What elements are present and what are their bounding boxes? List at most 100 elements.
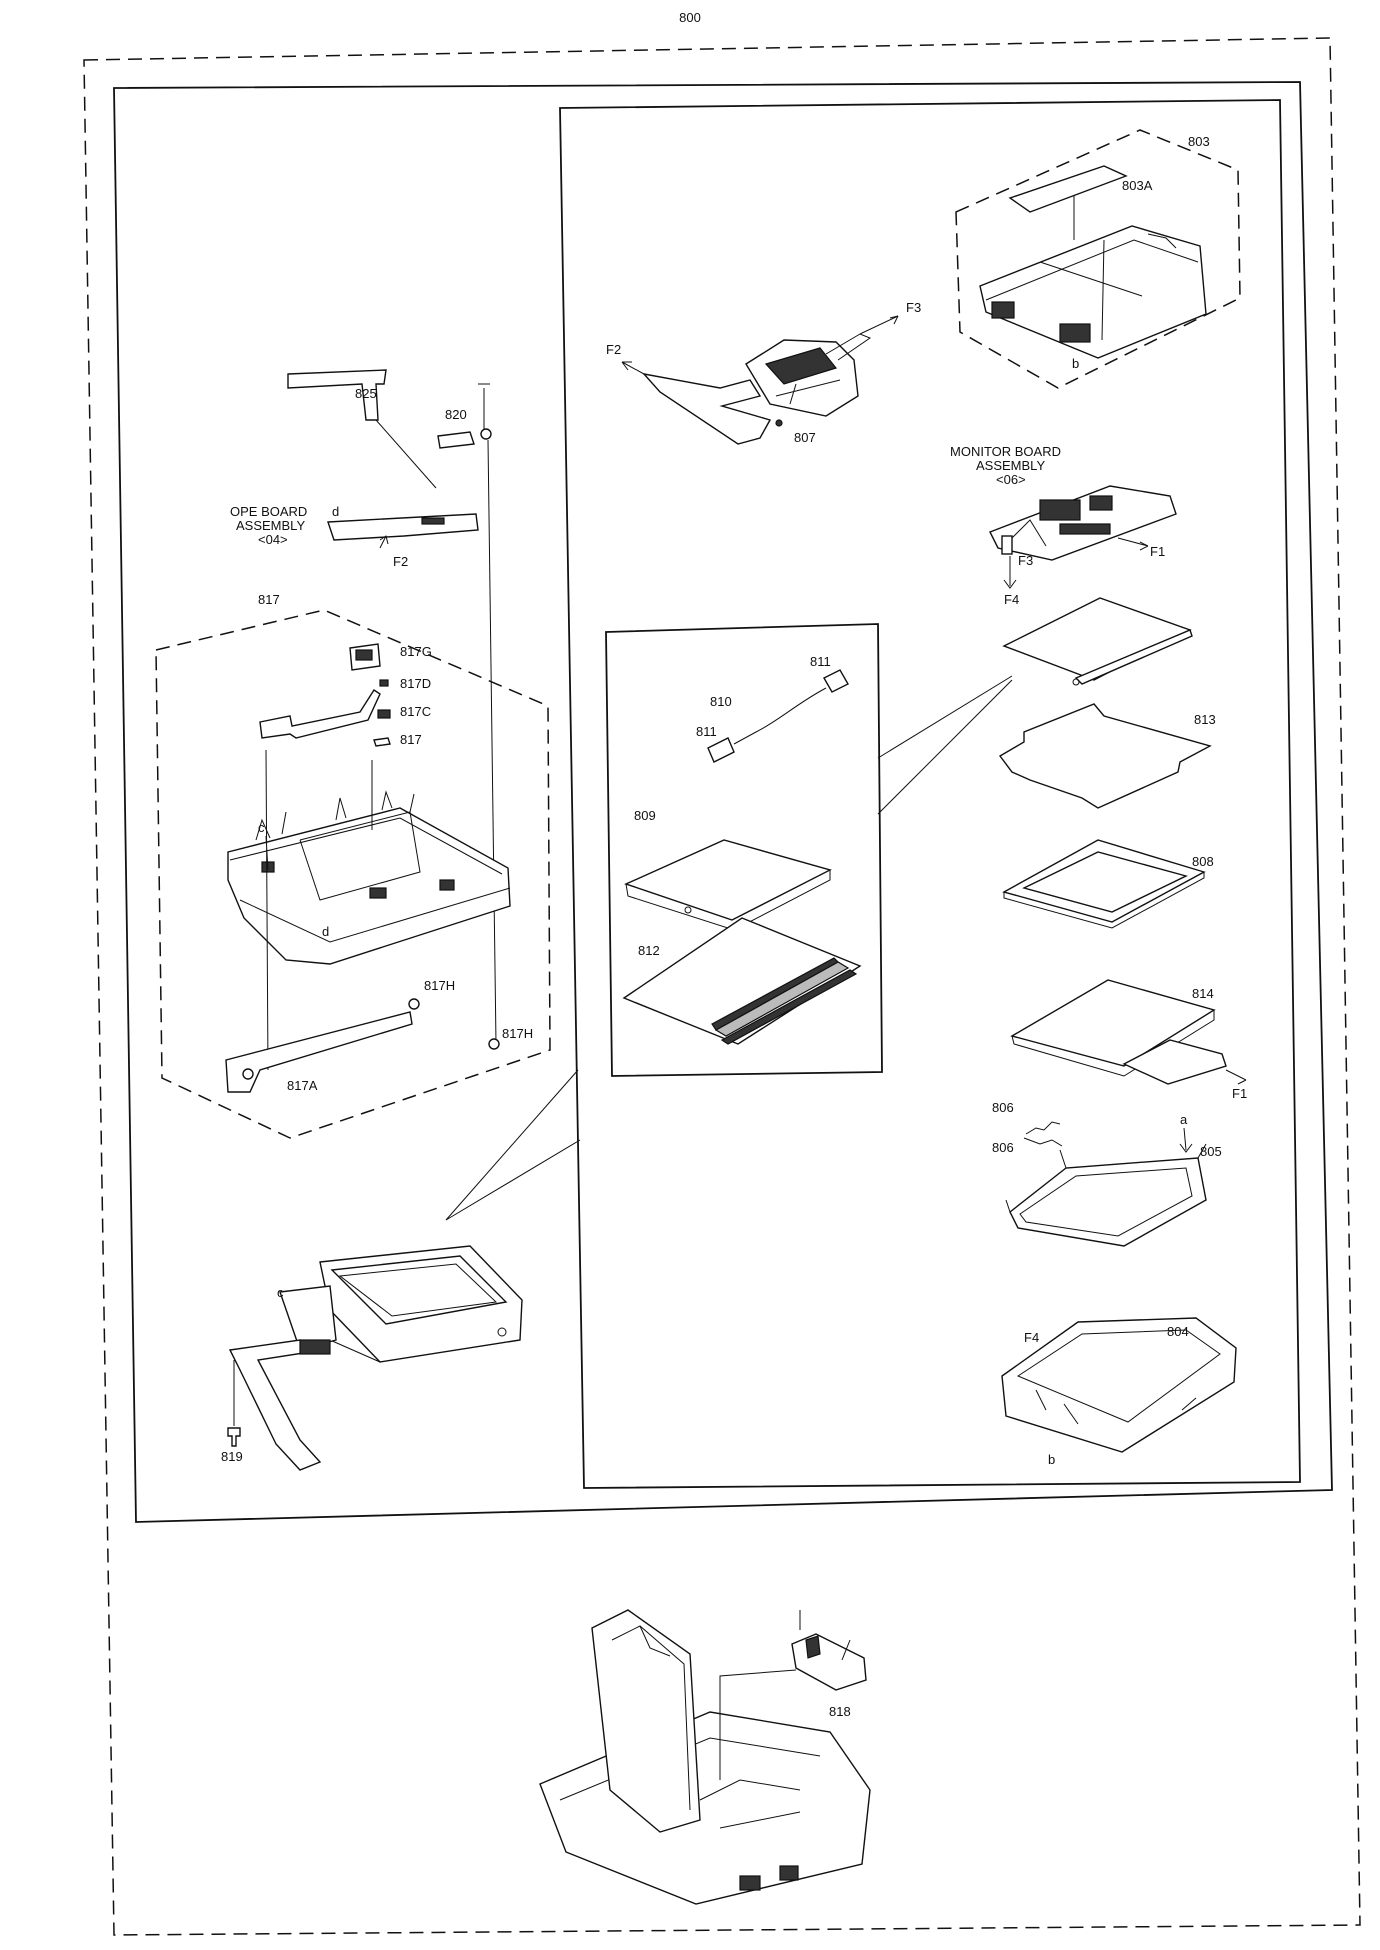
part-809-sheet	[624, 839, 832, 931]
connector-f4-mid-arrow	[1003, 556, 1017, 589]
callout-818: 818	[829, 1704, 851, 1719]
part-807-upper-flex	[825, 315, 899, 361]
callout-806-a: 806	[992, 1100, 1014, 1115]
callout-819: 819	[221, 1449, 243, 1464]
part-807-screw	[775, 419, 783, 427]
part-817A-bracket	[225, 1011, 413, 1093]
monitor-board-label-line2: ASSEMBLY	[976, 458, 1045, 473]
callout-817H-a: 817H	[424, 978, 455, 993]
ref-b-top: b	[1072, 356, 1079, 371]
callout-806-b: 806	[992, 1140, 1014, 1155]
ref-a-bracket: a	[1180, 1112, 1188, 1127]
part-817-main-frame	[227, 790, 511, 965]
callout-813: 813	[1194, 712, 1216, 727]
part-805-bracket	[1005, 1143, 1207, 1247]
callout-817C: 817C	[400, 704, 431, 719]
callout-803A: 803A	[1122, 178, 1153, 193]
panel-backlight-sheet	[1002, 597, 1193, 686]
monitor-assembly	[228, 1245, 523, 1471]
connector-f4-low: F4	[1024, 1330, 1039, 1345]
connector-f1-mid-arrow	[1117, 537, 1149, 551]
connector-f1-mid: F1	[1150, 544, 1165, 559]
callout-820: 820	[445, 407, 467, 422]
part-803A-sheet	[1008, 165, 1128, 213]
part-804-housing	[1001, 1317, 1237, 1453]
monitor-board-label-line1: MONITOR BOARD	[950, 444, 1061, 459]
ope-board-label-line1: OPE BOARD	[230, 504, 307, 519]
part-810-cable	[707, 669, 849, 763]
part-806-spring-a	[1025, 1121, 1061, 1135]
callout-825: 825	[355, 386, 377, 401]
ref-d-ope: d	[332, 504, 339, 519]
part-817C	[377, 709, 391, 719]
monitor-zoom-lines	[445, 1069, 581, 1221]
outer-dashed-boundary	[83, 37, 1361, 1936]
ref-d-frame: d	[322, 924, 329, 939]
connector-f2-right: F2	[606, 342, 621, 357]
detail-box	[605, 623, 883, 1077]
part-817-small	[373, 737, 391, 747]
callout-817-small: 817	[400, 732, 422, 747]
part-819-screw	[227, 1360, 241, 1447]
connector-f4-mid: F4	[1004, 592, 1019, 607]
callout-811-a: 811	[810, 654, 831, 669]
part-817-dashed-group	[155, 609, 551, 1139]
part-814-lcd	[1010, 979, 1227, 1085]
ope-board	[327, 513, 479, 541]
callout-809: 809	[634, 808, 656, 823]
part-806-spring-b	[1023, 1137, 1063, 1147]
part-817G	[349, 643, 381, 671]
connector-f3-top-arrow	[889, 315, 899, 325]
callout-807: 807	[794, 430, 816, 445]
part-808-frame	[1002, 839, 1206, 929]
connector-f2-left: F2	[393, 554, 408, 569]
camera-body	[539, 1609, 871, 1905]
callout-817A: 817A	[287, 1078, 318, 1093]
callout-811-b: 811	[696, 724, 717, 739]
callout-804: 804	[1167, 1324, 1189, 1339]
connector-f3-top: F3	[906, 300, 921, 315]
connector-f1-low: F1	[1232, 1086, 1247, 1101]
part-807-hinge	[745, 339, 859, 417]
ref-c-monitor: c	[277, 1285, 284, 1300]
connector-f2-right-arrow	[621, 361, 645, 375]
callout-817: 817	[258, 592, 280, 607]
part-807-flex	[642, 372, 772, 445]
part-812-sheet	[622, 917, 862, 1045]
callout-814: 814	[1192, 986, 1214, 1001]
part-803-dashed-group	[955, 129, 1241, 389]
callout-805: 805	[1200, 1144, 1222, 1159]
ref-c-frame: c	[258, 820, 265, 835]
part-825-flex-cable	[287, 369, 437, 489]
callout-812: 812	[638, 943, 660, 958]
ref-b-bottom: b	[1048, 1452, 1055, 1467]
part-813-sheet	[998, 703, 1212, 809]
ope-connector-arrow	[379, 535, 389, 549]
monitor-unit-frame	[559, 99, 1301, 1489]
callout-817H-b: 817H	[502, 1026, 533, 1041]
part-820-bracket	[437, 383, 492, 449]
monitor-board-label-line3: <06>	[996, 472, 1026, 487]
part-817-lever	[259, 689, 381, 739]
ope-board-label-line2: ASSEMBLY	[236, 518, 305, 533]
callout-808: 808	[1192, 854, 1214, 869]
ref-a-arrow	[1179, 1127, 1193, 1153]
ope-board-label-line3: <04>	[258, 532, 288, 547]
monitor-board	[989, 485, 1177, 561]
part-817D	[379, 679, 389, 687]
part-818-hinge	[719, 1610, 867, 1780]
callout-817G: 817G	[400, 644, 432, 659]
callout-817D: 817D	[400, 676, 431, 691]
diagram-title: 800	[679, 10, 701, 25]
part-817H-b	[488, 1038, 500, 1050]
part-817H-a	[408, 998, 420, 1010]
detail-zoom-lines	[877, 675, 1013, 815]
frame-guide-lines	[265, 749, 373, 1071]
callout-810: 810	[710, 694, 732, 709]
part-803-cover	[979, 225, 1207, 359]
connector-f1-low-arrow	[1225, 1069, 1247, 1085]
callout-803: 803	[1188, 134, 1210, 149]
middle-frame	[113, 81, 1333, 1523]
screw-guide-line	[487, 439, 497, 1045]
